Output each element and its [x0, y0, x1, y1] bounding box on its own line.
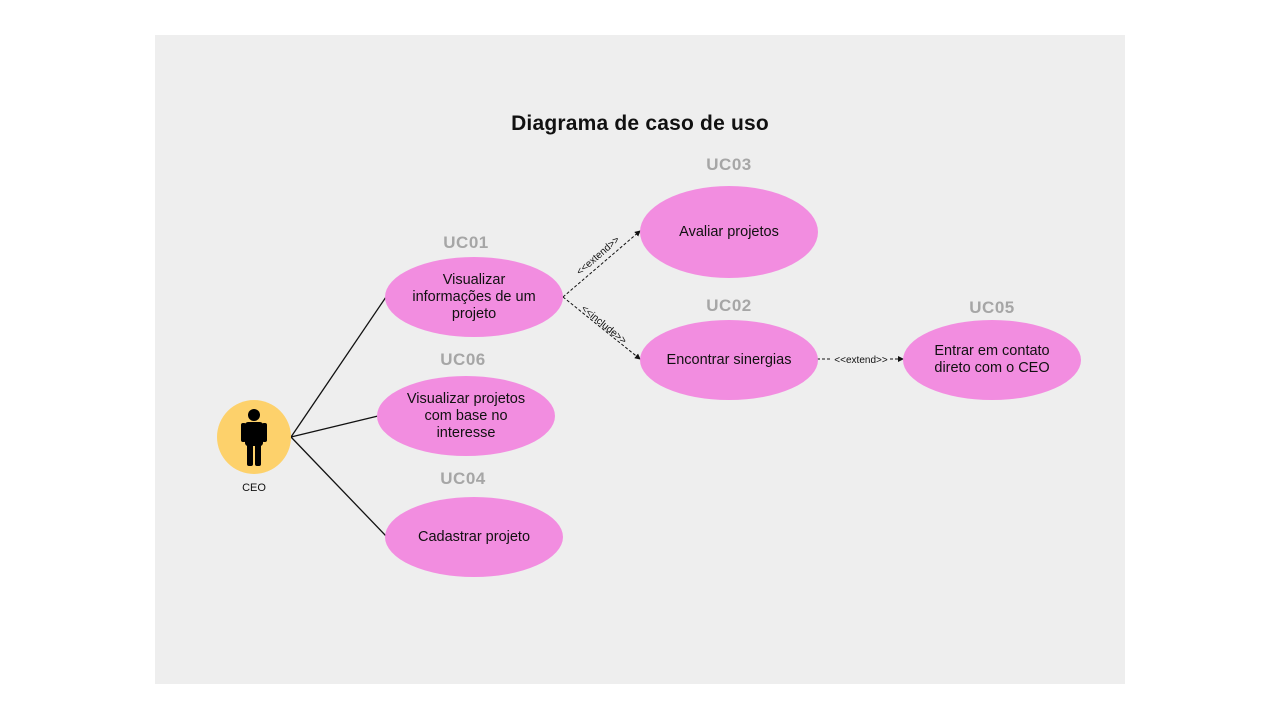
usecase-ellipse-uc06[interactable] — [377, 376, 555, 456]
usecase-id-uc05: UC05 — [969, 298, 1015, 317]
person-icon — [241, 409, 267, 466]
diagram-title: Diagrama de caso de uso — [511, 112, 769, 135]
usecase-label-uc01: Visualizar informações de um projeto — [412, 271, 536, 322]
usecase-label-uc04: Cadastrar projeto — [417, 528, 531, 545]
usecase-ellipse-uc02[interactable] — [640, 320, 818, 400]
usecase-label-uc06: Visualizar projetos com base no interess… — [406, 390, 526, 441]
usecase-label-uc02: Encontrar sinergias — [666, 351, 792, 368]
extend-line-uc01-uc03 — [562, 230, 641, 298]
usecase-id-uc01: UC01 — [443, 233, 489, 252]
association-line-uc01 — [290, 296, 387, 438]
usecase-label-uc03: Avaliar projetos — [679, 223, 779, 240]
usecase-ellipse-uc04[interactable] — [385, 497, 563, 577]
usecase-ellipse-uc03[interactable] — [640, 186, 818, 278]
extend-label-uc01-uc03: <<extend>> — [575, 234, 623, 277]
usecase-id-uc06: UC06 — [440, 350, 486, 369]
usecase-id-uc04: UC04 — [440, 469, 486, 488]
include-line-uc01-uc02 — [562, 296, 641, 360]
usecase-ellipse-uc01[interactable] — [385, 257, 563, 337]
actor-label: CEO — [242, 482, 266, 494]
usecase-id-uc02: UC02 — [706, 296, 752, 315]
association-line-uc04 — [290, 436, 387, 537]
usecase-id-uc03: UC03 — [706, 155, 752, 174]
usecase-label-uc05: Entrar em contato direto com o CEO — [934, 343, 1050, 376]
extend-label-uc02-uc05: <<extend>> — [834, 355, 888, 366]
association-line-uc06 — [290, 415, 379, 438]
usecase-ellipse-uc05[interactable] — [903, 320, 1081, 400]
include-label-uc01-uc02: <<include>> — [579, 303, 629, 346]
